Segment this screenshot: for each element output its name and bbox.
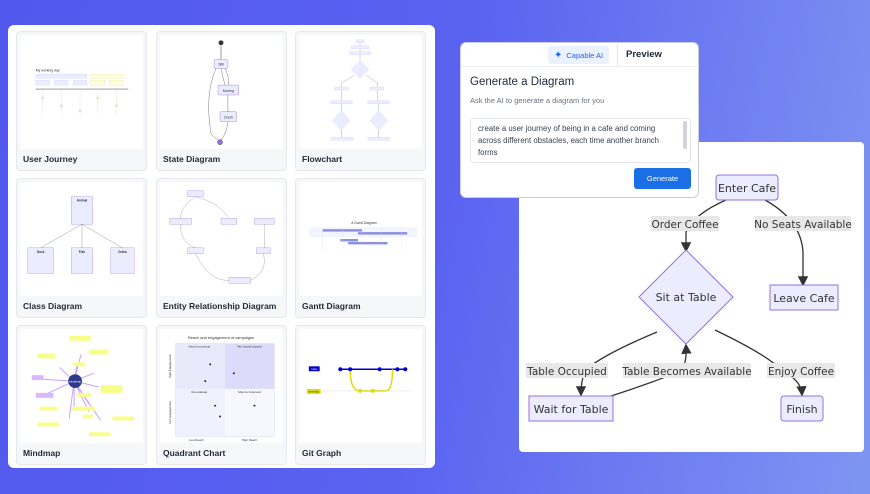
template-card-class-diagram[interactable]: Animal Duck Fish Zebra Class Diagram [16,178,147,318]
dialog-subtitle: Ask the AI to generate a diagram for you [470,96,605,105]
card-label: User Journey [23,154,78,164]
edge-label-enjoy-coffee: Enjoy Coffee [767,363,835,378]
dialog-tabs: ✦ Capable AI Preview [461,43,698,67]
generate-diagram-dialog: ✦ Capable AI Preview Generate a Diagram … [460,42,699,198]
thumb-title: My working day [36,68,60,72]
svg-text:Enjoy Coffee: Enjoy Coffee [768,366,834,378]
svg-text:Re-evaluate: Re-evaluate [191,390,207,394]
svg-text:Sit at Table: Sit at Table [656,291,717,304]
edge-label-table-occupied: Table Occupied [526,363,608,378]
svg-text:Order Coffee: Order Coffee [651,219,718,231]
template-card-quadrant-chart[interactable]: Reach and engagement of campaigns Need t… [156,325,287,465]
card-label: Entity Relationship Diagram [163,301,277,311]
svg-text:No Seats Available: No Seats Available [754,219,852,231]
quadrant-chart-thumbnail: Reach and engagement of campaigns Need t… [160,329,283,443]
svg-text:Need to promote: Need to promote [188,345,210,349]
template-gallery: My working day User Journey Still [8,25,435,468]
node-leave-cafe[interactable]: Leave Cafe [769,284,839,311]
edge-label-order-coffee: Order Coffee [651,216,719,231]
node-wait-for-table[interactable]: Wait for Table [528,395,614,422]
svg-text:Reach and engagement of campai: Reach and engagement of campaigns [188,335,254,340]
svg-text:Low Engagement: Low Engagement [168,401,172,424]
git-graph-thumbnail: main develop [299,329,422,443]
edge-enjoy-coffee [714,329,807,397]
dialog-title: Generate a Diagram [470,76,575,88]
edge-no-seats [764,199,809,287]
svg-text:Still: Still [218,62,224,66]
card-label: Quadrant Chart [163,448,226,458]
er-diagram-thumbnail [160,182,283,296]
svg-text:Animal: Animal [77,199,88,203]
state-diagram-thumbnail: Still Moving Crash [160,35,283,149]
node-sit-at-table[interactable]: Sit at Table [638,249,734,345]
gantt-diagram-thumbnail: A Gantt Diagram [299,182,422,296]
node-finish[interactable]: Finish [780,395,824,422]
class-diagram-thumbnail: Animal Duck Fish Zebra [20,182,143,296]
svg-text:Low Reach: Low Reach [189,438,204,442]
prompt-text: create a user journey of being in a cafe… [478,124,660,157]
template-card-er-diagram[interactable]: Entity Relationship Diagram [156,178,287,318]
template-card-user-journey[interactable]: My working day User Journey [16,31,147,171]
template-card-git-graph[interactable]: main develop Git Graph [295,325,426,465]
user-journey-thumbnail: My working day [20,35,143,149]
card-label: Mindmap [23,448,61,458]
tab-label: Capable AI [566,50,604,60]
edge-label-no-seats: No Seats Available [754,216,852,231]
textarea-scrollbar[interactable] [683,121,687,149]
svg-text:Zebra: Zebra [118,250,127,254]
svg-text:High Engagement: High Engagement [168,354,172,378]
svg-text:Crash: Crash [224,116,233,120]
svg-text:develop: develop [309,389,320,393]
generate-button[interactable]: Generate [634,168,691,189]
template-card-state-diagram[interactable]: Still Moving Crash State Diagram [156,31,287,171]
svg-text:High Reach: High Reach [242,438,258,442]
template-card-mindmap[interactable]: mindmap Mindmap [16,325,147,465]
svg-text:Enter Cafe: Enter Cafe [718,182,776,195]
template-card-flowchart[interactable]: Flowchart [295,31,426,171]
tab-capable-ai[interactable]: ✦ Capable AI [548,46,610,64]
svg-text:mindmap: mindmap [69,380,81,384]
card-label: Gantt Diagram [302,301,361,311]
card-label: Class Diagram [23,301,83,311]
svg-text:May be improved: May be improved [238,390,261,394]
card-label: Git Graph [302,448,342,458]
node-enter-cafe[interactable]: Enter Cafe [715,174,779,201]
svg-text:main: main [311,367,318,371]
tab-divider [617,43,618,67]
template-card-gantt-diagram[interactable]: A Gantt Diagram Gantt Diagram [295,178,426,318]
flowchart-thumbnail [299,35,422,149]
svg-text:We should expand: We should expand [237,345,262,349]
svg-text:Duck: Duck [37,250,45,254]
edge-label-table-available: Table Becomes Available [621,363,752,378]
svg-text:Table Becomes Available: Table Becomes Available [621,366,751,378]
svg-text:Finish: Finish [786,403,817,416]
tab-preview[interactable]: Preview [626,49,662,60]
svg-text:Wait for Table: Wait for Table [534,403,609,416]
svg-text:A Gantt Diagram: A Gantt Diagram [351,221,377,225]
svg-text:Table Occupied: Table Occupied [526,366,607,378]
svg-text:Fish: Fish [79,250,86,254]
prompt-textarea[interactable]: create a user journey of being in a cafe… [470,118,691,163]
card-label: State Diagram [163,154,221,164]
mindmap-thumbnail: mindmap [20,329,143,443]
svg-text:Leave Cafe: Leave Cafe [773,292,835,305]
card-label: Flowchart [302,154,343,164]
svg-text:Moving: Moving [223,89,234,93]
sparkle-icon: ✦ [554,49,563,61]
